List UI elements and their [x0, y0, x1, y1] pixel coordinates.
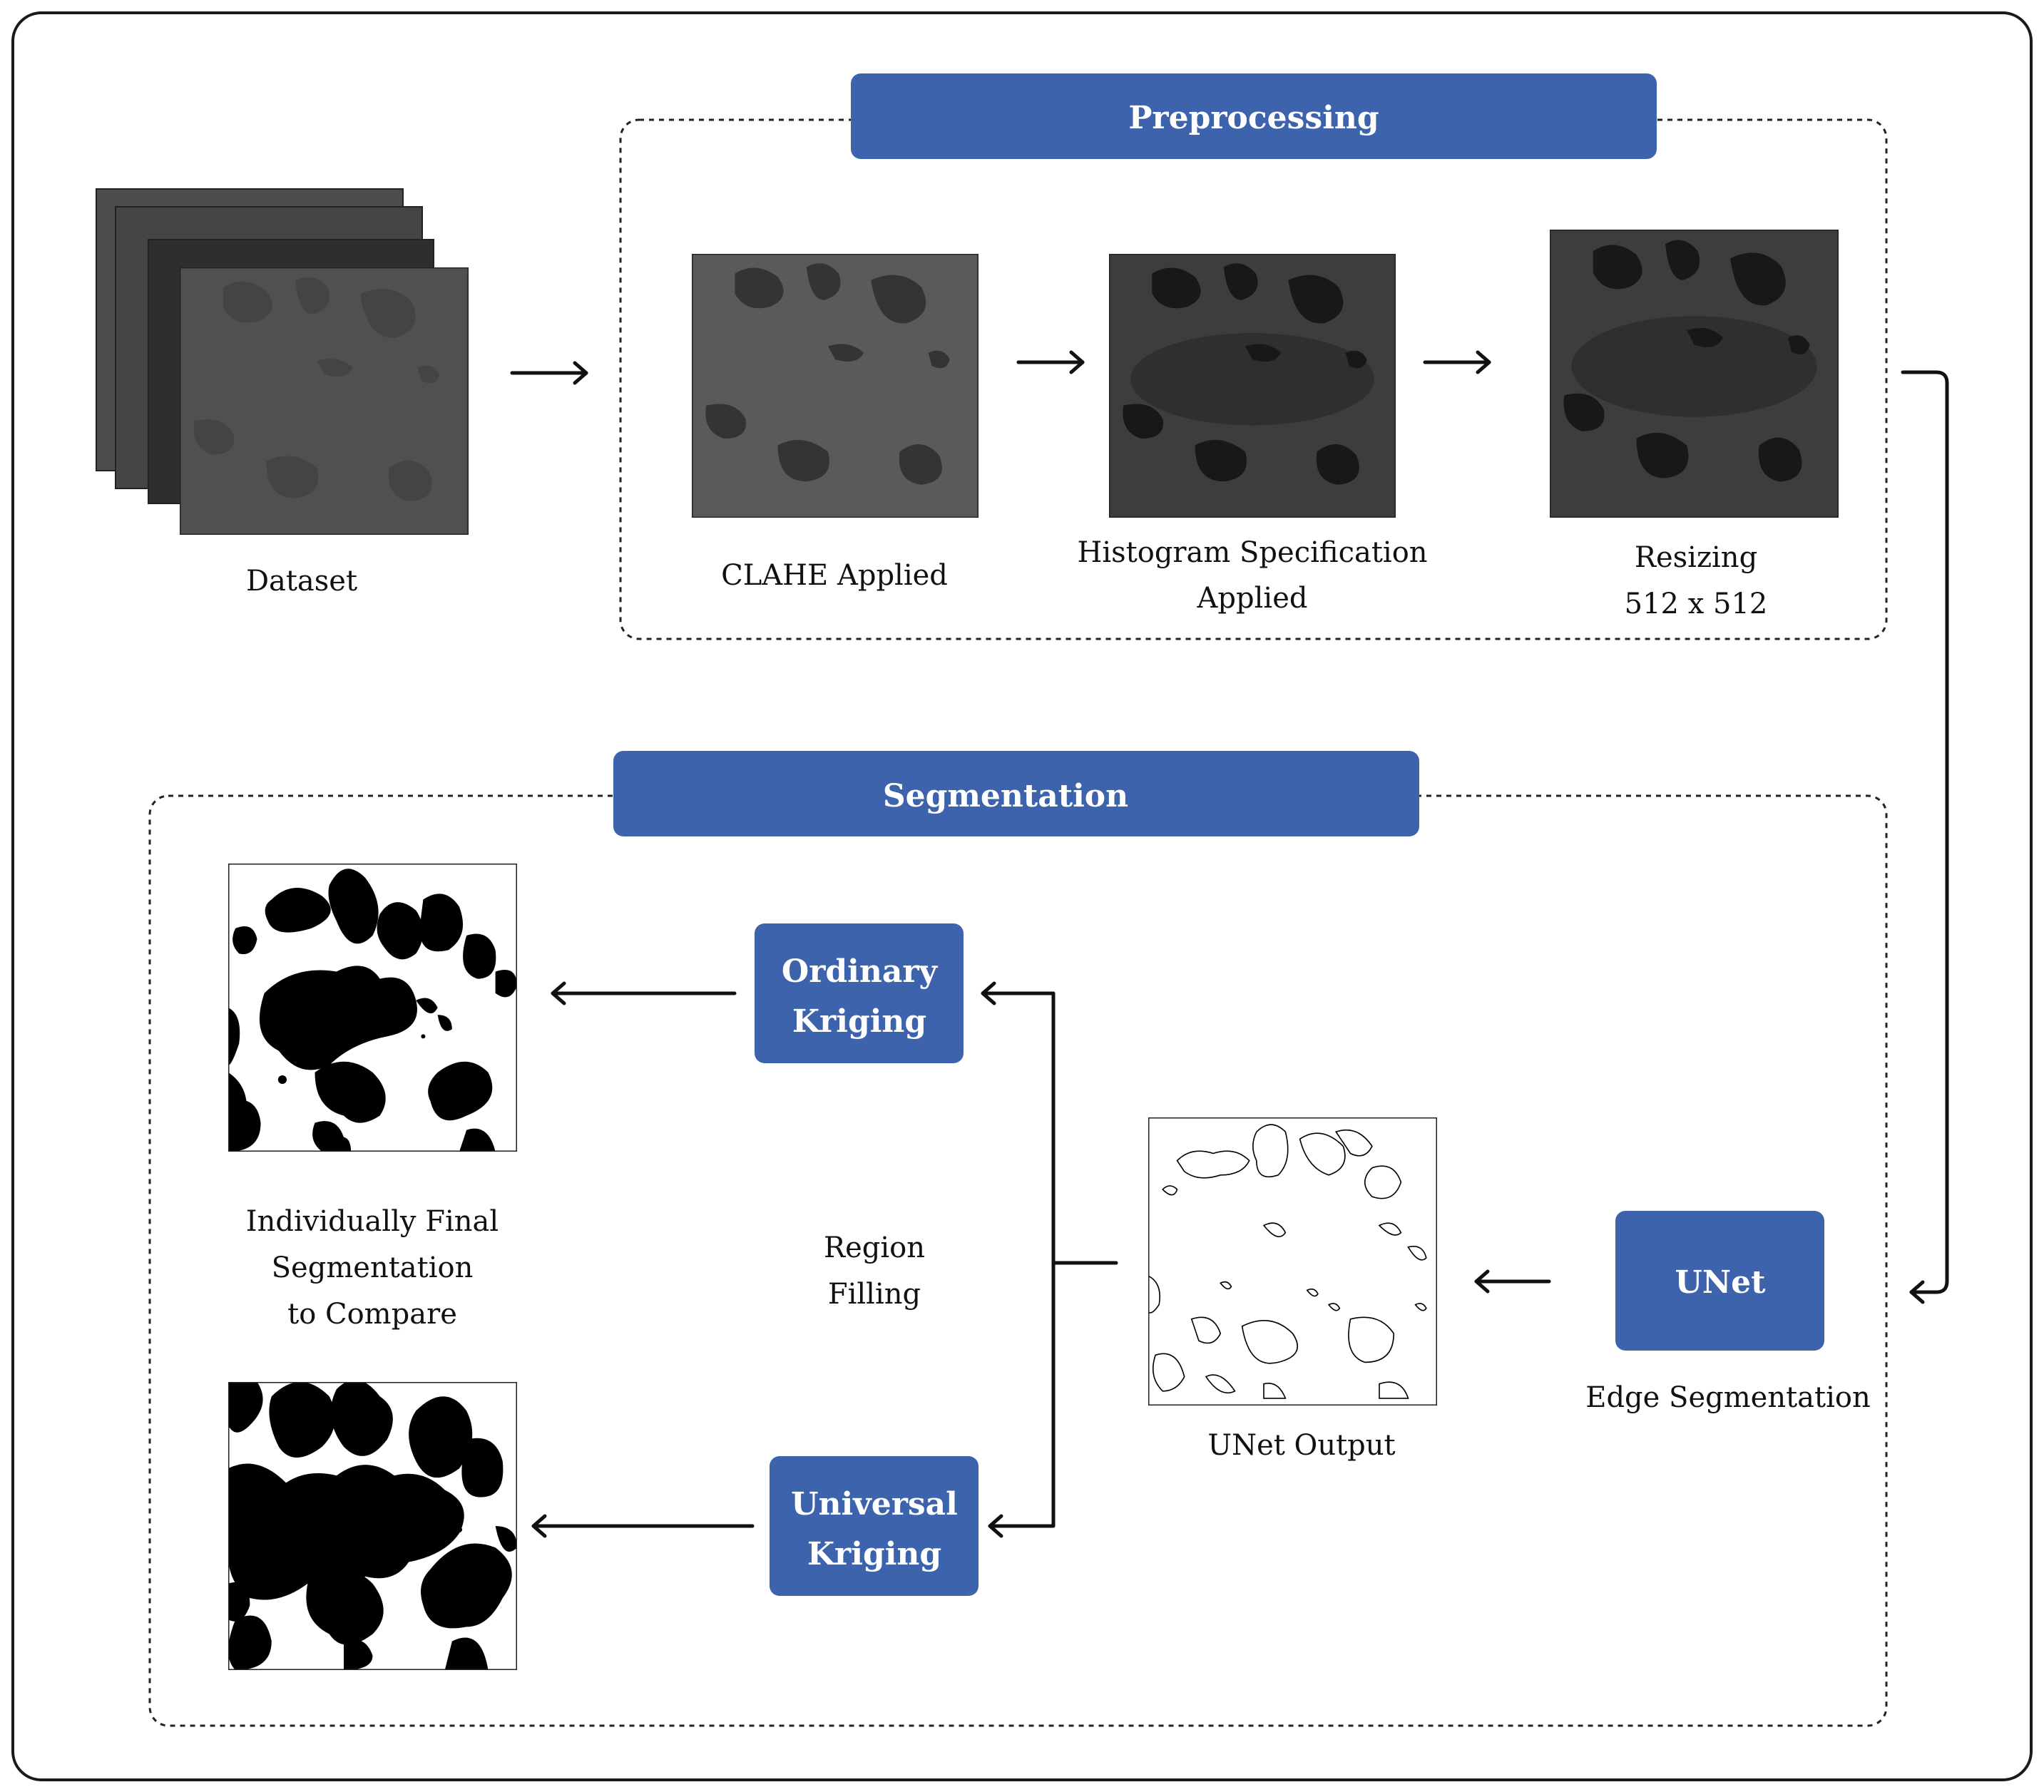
resized-image [1550, 230, 1839, 518]
histogram-label-line1: Histogram Specification [1077, 536, 1427, 569]
histogram-label-line2: Applied [1197, 582, 1308, 615]
clahe-label: CLAHE Applied [721, 559, 948, 592]
preprocessing-group [619, 118, 1888, 640]
universal-kriging-line1: Universal [791, 1486, 958, 1522]
final-label-line1: Individually Final [246, 1205, 499, 1238]
unet-output-image [1148, 1117, 1437, 1406]
ordinary-kriging-result-image [228, 864, 517, 1152]
segmentation-header [613, 751, 1419, 836]
resizing-label-line1: Resizing [1635, 541, 1757, 574]
resizing-label-line2: 512 x 512 [1625, 588, 1768, 620]
edge-segmentation-label: Edge Segmentation [1585, 1381, 1870, 1414]
final-label-line2: Segmentation [272, 1251, 474, 1284]
preprocessing-header [851, 73, 1657, 159]
universal-kriging-line2: Kriging [807, 1536, 941, 1572]
dataset-stack [96, 188, 469, 535]
clahe-image [692, 254, 978, 518]
segmentation-title: Segmentation [883, 778, 1128, 814]
preprocessing-title: Preprocessing [1128, 100, 1379, 136]
unet-label: UNet [1675, 1264, 1767, 1301]
arrow-to-universal-kriging [988, 1261, 1056, 1538]
unet-output-label: UNet Output [1207, 1429, 1395, 1462]
histogram-image [1109, 254, 1396, 518]
arrow-to-ordinary-kriging [981, 981, 1056, 1265]
ordinary-kriging-block [755, 923, 964, 1063]
ordinary-kriging-line2: Kriging [792, 1003, 926, 1040]
universal-kriging-result-image [228, 1382, 517, 1670]
region-filling-line2: Filling [828, 1278, 921, 1311]
final-label-line3: to Compare [287, 1298, 457, 1331]
unet-block [1615, 1211, 1824, 1351]
outer-frame [11, 11, 2033, 1781]
ordinary-kriging-line1: Ordinary [782, 953, 939, 990]
region-filling-line1: Region [824, 1232, 925, 1264]
universal-kriging-block [770, 1456, 978, 1596]
dataset-label: Dataset [246, 565, 357, 598]
arrow-preprocessing-to-unet [1901, 370, 1949, 1304]
